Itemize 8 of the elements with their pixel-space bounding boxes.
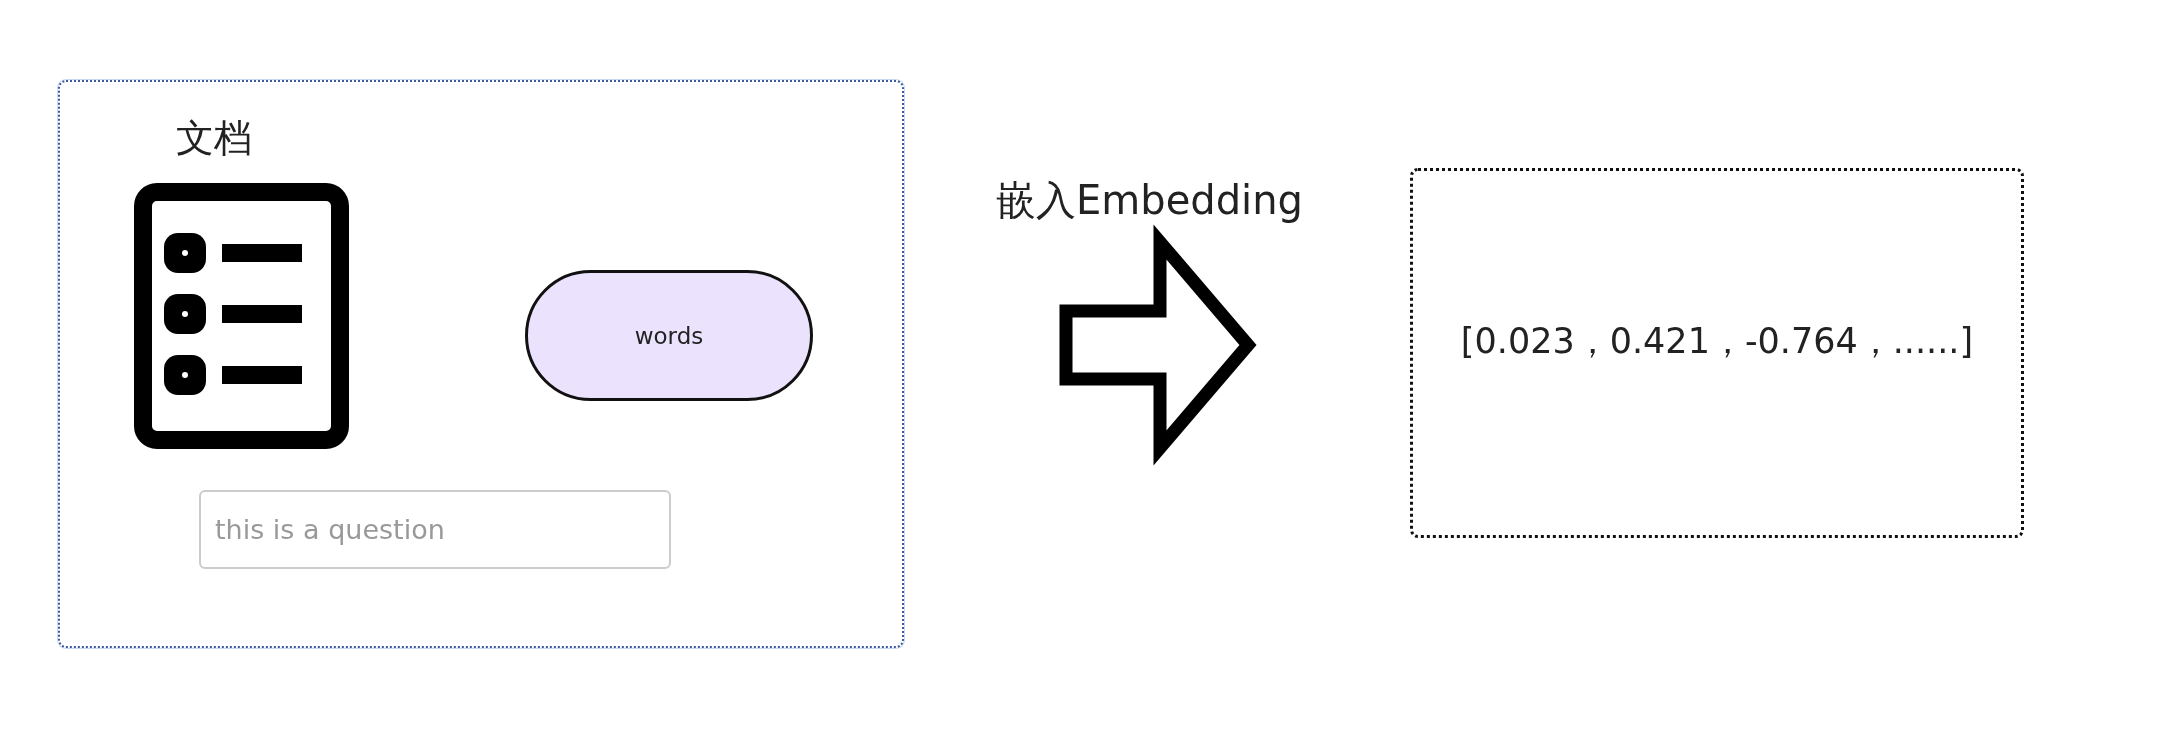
input-field: this is a question	[199, 490, 671, 569]
pill-label: words	[634, 322, 704, 349]
output-box	[1410, 168, 2024, 538]
vector-text: [0.023，0.421，-0.764，......]	[1460, 319, 1974, 363]
edge-label: 嵌入Embedding	[996, 178, 1303, 222]
group-frame	[58, 80, 904, 648]
block-arrow	[1059, 224, 1257, 466]
heading: 文档	[176, 116, 252, 162]
